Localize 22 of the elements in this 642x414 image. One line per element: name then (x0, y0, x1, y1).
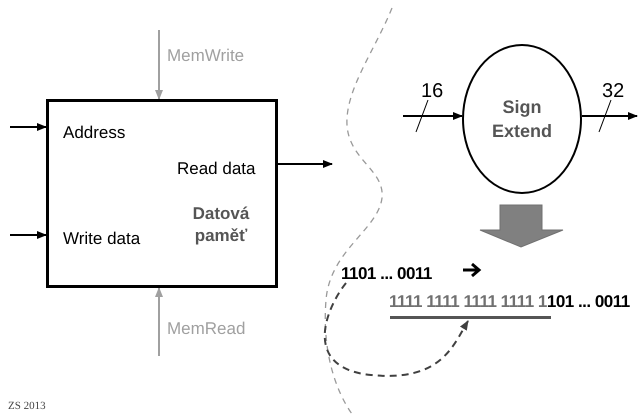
memory-block (46, 99, 278, 288)
arrow (10, 231, 47, 239)
dashed-arrow (324, 282, 469, 377)
unit-label: Sign Extend (490, 96, 553, 143)
arrow (155, 30, 163, 100)
arrow (403, 112, 463, 120)
footer-note: ZS 2013 (8, 399, 46, 414)
bit-string: 1101 ... 0011 (341, 263, 432, 285)
arrow (582, 112, 638, 120)
port-label: Read data (177, 158, 256, 180)
arrow (10, 123, 47, 131)
bit-string: 1111 1111 1111 1111 1 (389, 291, 547, 313)
port-label: Address (63, 122, 126, 144)
edge-label: MemWrite (167, 45, 244, 67)
port-label: Write data (63, 228, 140, 250)
bit-string: 101 ... 0011 (546, 291, 630, 313)
edge-label: 32 (602, 79, 624, 104)
edge-label: MemRead (167, 318, 246, 340)
arrow (278, 160, 333, 168)
edge-label: 16 (421, 79, 444, 104)
block-title: Datová paměť (192, 203, 250, 247)
arrow (155, 287, 163, 356)
